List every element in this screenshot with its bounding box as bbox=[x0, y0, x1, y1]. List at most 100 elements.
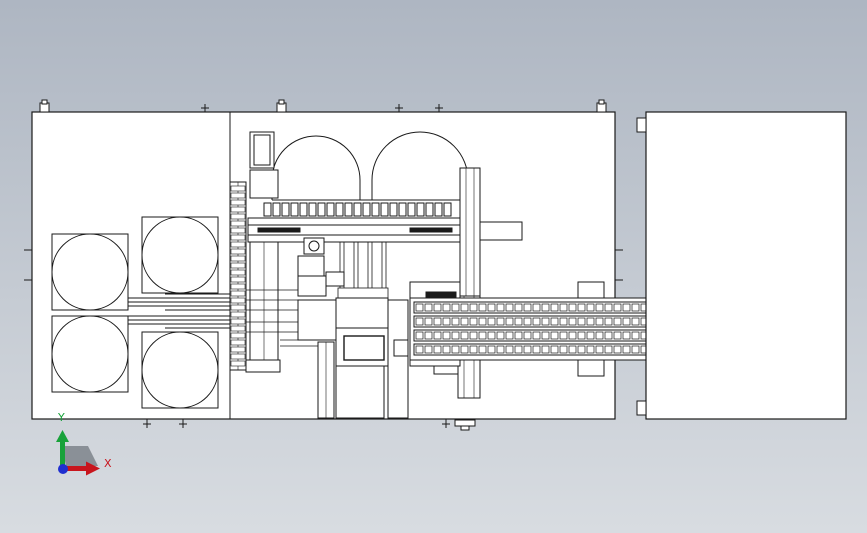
bottle bbox=[469, 331, 478, 340]
bottle bbox=[433, 317, 442, 326]
bottle bbox=[415, 303, 424, 312]
coordinate-triad bbox=[56, 430, 100, 476]
bottle bbox=[415, 317, 424, 326]
chain-link bbox=[230, 339, 246, 346]
chain-link bbox=[230, 360, 246, 367]
bottle bbox=[622, 317, 631, 326]
cup bbox=[299, 202, 308, 217]
bottle bbox=[622, 331, 631, 340]
chain-link bbox=[230, 241, 246, 248]
cup bbox=[317, 202, 326, 217]
bottle bbox=[595, 345, 604, 354]
chain-link bbox=[230, 234, 246, 241]
chain-link bbox=[230, 248, 246, 255]
bottle bbox=[469, 303, 478, 312]
bottle bbox=[505, 303, 514, 312]
bottle bbox=[451, 317, 460, 326]
chain-link bbox=[230, 185, 246, 192]
cup bbox=[344, 202, 353, 217]
bottle bbox=[523, 345, 532, 354]
cup-row bbox=[263, 202, 452, 217]
cup bbox=[272, 202, 281, 217]
bottle bbox=[478, 331, 487, 340]
bottle bbox=[613, 303, 622, 312]
top-tanks bbox=[271, 131, 469, 201]
bottle bbox=[442, 331, 451, 340]
bottle bbox=[622, 303, 631, 312]
chain-link bbox=[230, 269, 246, 276]
bottle bbox=[586, 345, 595, 354]
middle-tubes bbox=[337, 242, 389, 299]
bottle bbox=[604, 331, 613, 340]
bottle bbox=[514, 303, 523, 312]
bottle bbox=[631, 317, 640, 326]
bottle bbox=[424, 331, 433, 340]
bottle bbox=[631, 345, 640, 354]
chain-link bbox=[230, 318, 246, 325]
frame-feet bbox=[24, 99, 623, 431]
bottle bbox=[568, 317, 577, 326]
chain-link bbox=[230, 346, 246, 353]
chain-link bbox=[230, 297, 246, 304]
bottle bbox=[496, 331, 505, 340]
bottle bbox=[559, 303, 568, 312]
x-axis-label: X bbox=[104, 457, 112, 470]
cup bbox=[353, 202, 362, 217]
feed-lines bbox=[128, 293, 245, 329]
vertical-column bbox=[245, 131, 281, 373]
bottle bbox=[442, 303, 451, 312]
bottle bbox=[541, 345, 550, 354]
cup bbox=[308, 202, 317, 217]
bottle bbox=[505, 331, 514, 340]
chain-link bbox=[230, 220, 246, 227]
chain-link bbox=[230, 199, 246, 206]
bottle bbox=[523, 317, 532, 326]
bottle bbox=[631, 303, 640, 312]
bottle bbox=[604, 303, 613, 312]
cup bbox=[398, 202, 407, 217]
bottle bbox=[577, 331, 586, 340]
bottle bbox=[577, 345, 586, 354]
y-axis-label: Y bbox=[58, 411, 65, 424]
bottle bbox=[460, 331, 469, 340]
cup bbox=[335, 202, 344, 217]
bottle bbox=[514, 317, 523, 326]
bottle bbox=[595, 331, 604, 340]
bottle bbox=[559, 345, 568, 354]
chain-link bbox=[230, 276, 246, 283]
bottle bbox=[595, 317, 604, 326]
cup bbox=[290, 202, 299, 217]
bottle bbox=[433, 303, 442, 312]
bottle bbox=[460, 303, 469, 312]
cup bbox=[371, 202, 380, 217]
bottle bbox=[496, 345, 505, 354]
bottle bbox=[505, 345, 514, 354]
bottle bbox=[586, 303, 595, 312]
bottle bbox=[586, 317, 595, 326]
bottle bbox=[424, 317, 433, 326]
bottle bbox=[451, 303, 460, 312]
bottle bbox=[559, 317, 568, 326]
bottle bbox=[568, 331, 577, 340]
chain-link bbox=[230, 332, 246, 339]
bottle bbox=[586, 331, 595, 340]
bottle bbox=[451, 345, 460, 354]
cup bbox=[434, 202, 443, 217]
bottle bbox=[613, 345, 622, 354]
bottle bbox=[487, 317, 496, 326]
bottle bbox=[568, 345, 577, 354]
bottle bbox=[559, 331, 568, 340]
bottle bbox=[613, 331, 622, 340]
bottle bbox=[496, 317, 505, 326]
chain-link bbox=[230, 353, 246, 360]
bottle bbox=[451, 331, 460, 340]
bottle bbox=[469, 317, 478, 326]
bottle bbox=[532, 317, 541, 326]
bottle bbox=[469, 345, 478, 354]
bottle bbox=[541, 303, 550, 312]
bottle bbox=[622, 345, 631, 354]
bottle bbox=[613, 317, 622, 326]
bottle bbox=[487, 331, 496, 340]
